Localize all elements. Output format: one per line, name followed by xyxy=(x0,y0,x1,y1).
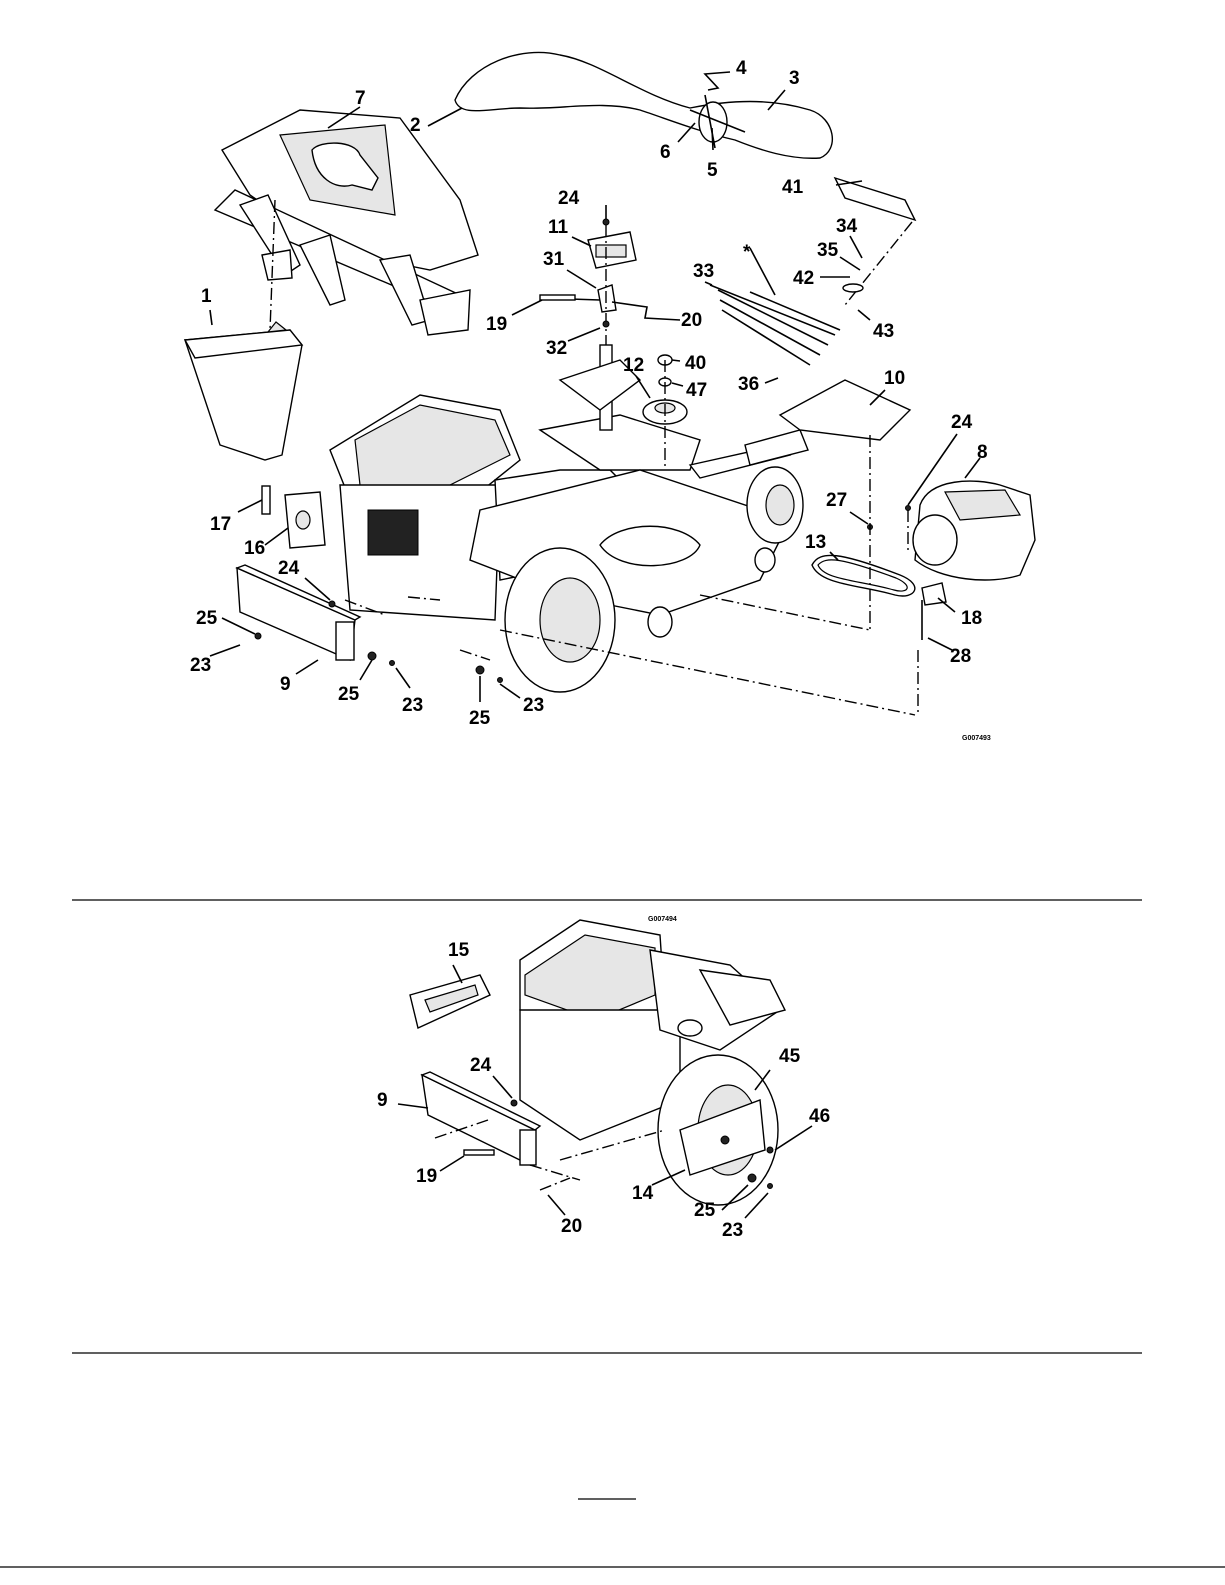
drive-belt xyxy=(812,555,915,596)
callout-16: 16 xyxy=(244,538,265,559)
callout-32: 32 xyxy=(546,338,567,359)
machine-body-rear xyxy=(520,920,785,1205)
figure-2-exploded-view: G007494 xyxy=(377,916,830,1241)
callout-3: 3 xyxy=(789,68,800,89)
callout-15: 15 xyxy=(448,940,470,961)
discharge-tube xyxy=(455,52,832,158)
callout-25b: 25 xyxy=(338,684,360,705)
callout-40: 40 xyxy=(685,353,706,374)
grass-bag xyxy=(185,322,302,460)
callout-36: 36 xyxy=(738,374,759,395)
callout-14: 14 xyxy=(632,1183,654,1204)
callout-47: 47 xyxy=(686,380,707,401)
callout-24b: 24 xyxy=(278,558,300,579)
callout-23-fig2: 23 xyxy=(722,1220,743,1241)
callout-46: 46 xyxy=(809,1106,830,1127)
callout-19-fig2: 19 xyxy=(416,1166,437,1187)
callout-42: 42 xyxy=(793,268,814,289)
callout-star: * xyxy=(743,242,751,263)
callout-11: 11 xyxy=(548,217,569,238)
callout-20-fig2: 20 xyxy=(561,1216,582,1237)
part-15-plate xyxy=(410,975,490,1028)
callout-45: 45 xyxy=(779,1046,801,1067)
callout-5: 5 xyxy=(707,160,718,181)
callout-24c: 24 xyxy=(951,412,973,433)
figure-1-exploded-view: 1 2 3 4 5 6 7 8 9 10 11 12 13 16 17 18 1… xyxy=(185,52,1035,742)
top-bracket xyxy=(835,178,915,305)
callout-12: 12 xyxy=(623,355,644,376)
callout-28: 28 xyxy=(950,646,971,667)
callout-23c: 23 xyxy=(523,695,544,716)
callout-9: 9 xyxy=(280,674,291,695)
callout-13: 13 xyxy=(805,532,826,553)
side-bracket xyxy=(922,583,946,640)
callout-8: 8 xyxy=(977,442,988,463)
callout-23a: 23 xyxy=(190,655,211,676)
callout-27: 27 xyxy=(826,490,847,511)
front-bumper xyxy=(237,565,360,660)
callout-10: 10 xyxy=(884,368,905,389)
callout-2: 2 xyxy=(410,115,421,136)
callout-43: 43 xyxy=(873,321,894,342)
blower-housing xyxy=(906,481,1036,580)
figure-2-code: G007494 xyxy=(648,916,677,923)
mower-body xyxy=(330,345,808,692)
callout-35: 35 xyxy=(817,240,839,261)
callout-33: 33 xyxy=(693,261,714,282)
callout-34: 34 xyxy=(836,216,858,237)
callout-23b: 23 xyxy=(402,695,423,716)
callout-7: 7 xyxy=(355,88,366,109)
callout-24-fig2: 24 xyxy=(470,1055,492,1076)
callout-4: 4 xyxy=(736,58,747,79)
callout-24a: 24 xyxy=(558,188,580,209)
baffle-rods xyxy=(710,285,840,365)
callout-25a: 25 xyxy=(196,608,218,629)
callout-41: 41 xyxy=(782,177,804,198)
callout-18: 18 xyxy=(961,608,982,629)
callout-31: 31 xyxy=(543,249,565,270)
callout-25c: 25 xyxy=(469,708,491,729)
callout-19: 19 xyxy=(486,314,507,335)
callout-9-fig2: 9 xyxy=(377,1090,388,1111)
figure-1-code: G007493 xyxy=(962,735,991,742)
callout-1: 1 xyxy=(201,286,212,307)
callout-20: 20 xyxy=(681,310,702,331)
callout-25-fig2: 25 xyxy=(694,1200,716,1221)
callout-17: 17 xyxy=(210,514,231,535)
callout-6: 6 xyxy=(660,142,671,163)
side-plates xyxy=(262,486,325,548)
